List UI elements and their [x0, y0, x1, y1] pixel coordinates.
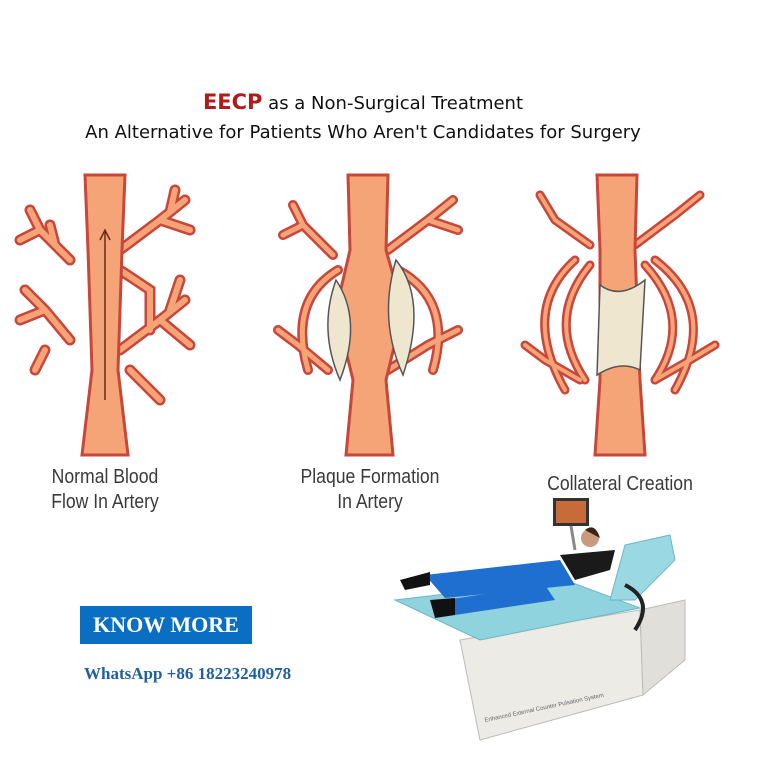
know-more-button[interactable]: KNOW MORE: [80, 606, 252, 644]
caption-line: In Artery: [337, 491, 403, 513]
whatsapp-contact[interactable]: WhatsApp +86 18223240978: [84, 664, 292, 683]
caption-line: Flow In Artery: [51, 491, 159, 513]
page-subtitle: An Alternative for Patients Who Aren't C…: [85, 122, 641, 143]
page-title: EECP as a Non-Surgical Treatment: [0, 90, 726, 114]
plaque-artery-illustration: [273, 173, 463, 457]
collateral-artery-illustration: [520, 173, 720, 457]
caption-line: Collateral Creation: [547, 473, 693, 495]
brand-eecp: EECP: [202, 90, 263, 114]
caption-collateral: Collateral Creation: [532, 472, 708, 497]
caption-line: Plaque Formation: [300, 466, 440, 488]
eecp-device-photo: Enhanced External Counter Pulsation Syst…: [393, 498, 686, 741]
caption-plaque: Plaque Formation In Artery: [286, 465, 453, 515]
caption-normal: Normal Blood Flow In Artery: [30, 465, 180, 515]
title-text: as a Non-Surgical Treatment: [262, 93, 524, 114]
caption-line: Normal Blood: [51, 466, 159, 488]
normal-artery-illustration: [14, 173, 196, 457]
